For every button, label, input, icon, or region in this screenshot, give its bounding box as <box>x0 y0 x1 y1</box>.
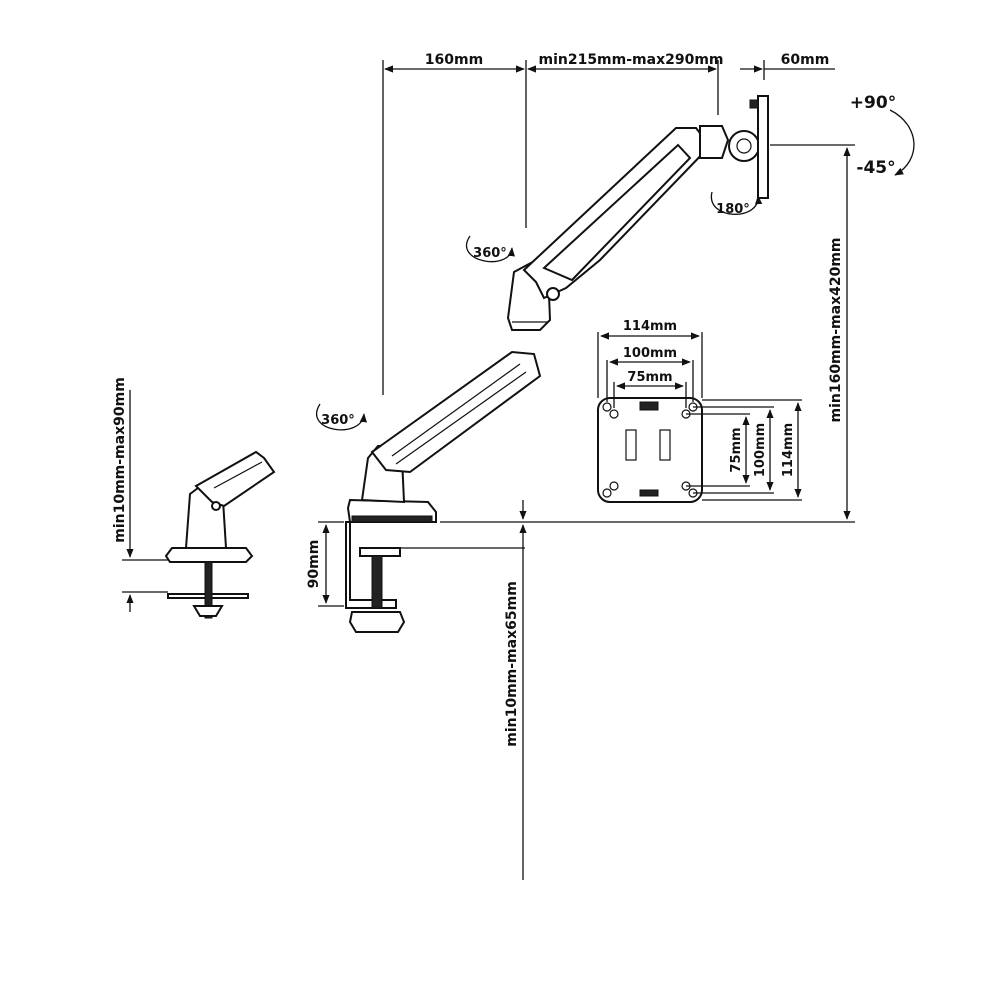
base-offset-label: 160mm <box>425 52 483 68</box>
vesa-plate <box>597 397 703 503</box>
desk-thickness-clamp-label: min10mm-max65mm <box>504 581 520 747</box>
vesa-horizontal-dimensions <box>597 332 703 408</box>
base-swivel-label: 360° <box>321 413 355 428</box>
head-rotation-label: 180° <box>716 202 750 217</box>
vesa-inner-height-label: 75mm <box>729 427 744 472</box>
height-dimension-lines <box>440 144 855 523</box>
height-range-label: min160mm-max420mm <box>828 237 844 422</box>
desk-thickness-grommet-label: min10mm-max90mm <box>112 377 128 543</box>
base-swivel-arc <box>316 403 367 431</box>
tilt-down-label: -45° <box>856 158 895 178</box>
monitor-arm <box>346 95 769 523</box>
head-depth-label: 60mm <box>781 52 830 68</box>
grommet-dimension <box>122 390 168 612</box>
clamp-dimension <box>318 521 344 607</box>
vesa-inner-width-label: 75mm <box>627 370 672 385</box>
vesa-outer-height-label: 114mm <box>781 423 796 477</box>
grommet-mount-view <box>164 450 276 619</box>
vesa-outer-width-label: 114mm <box>623 319 677 334</box>
top-dimension-lines <box>382 60 835 395</box>
clamp-height-label: 90mm <box>306 540 322 589</box>
arm-swivel-label: 360° <box>473 246 507 261</box>
vesa-mid-height-label: 100mm <box>753 423 768 477</box>
arm-swivel-arc <box>466 235 515 263</box>
desk-thickness-clamp-dimension <box>400 500 527 880</box>
desk-clamp <box>345 521 406 633</box>
tilt-arc <box>889 109 915 176</box>
tilt-up-label: +90° <box>850 93 896 113</box>
vesa-mid-width-label: 100mm <box>623 346 677 361</box>
arm-reach-label: min215mm-max290mm <box>538 52 723 68</box>
vesa-vertical-dimensions <box>686 399 802 501</box>
head-rotation-arc <box>710 191 763 215</box>
